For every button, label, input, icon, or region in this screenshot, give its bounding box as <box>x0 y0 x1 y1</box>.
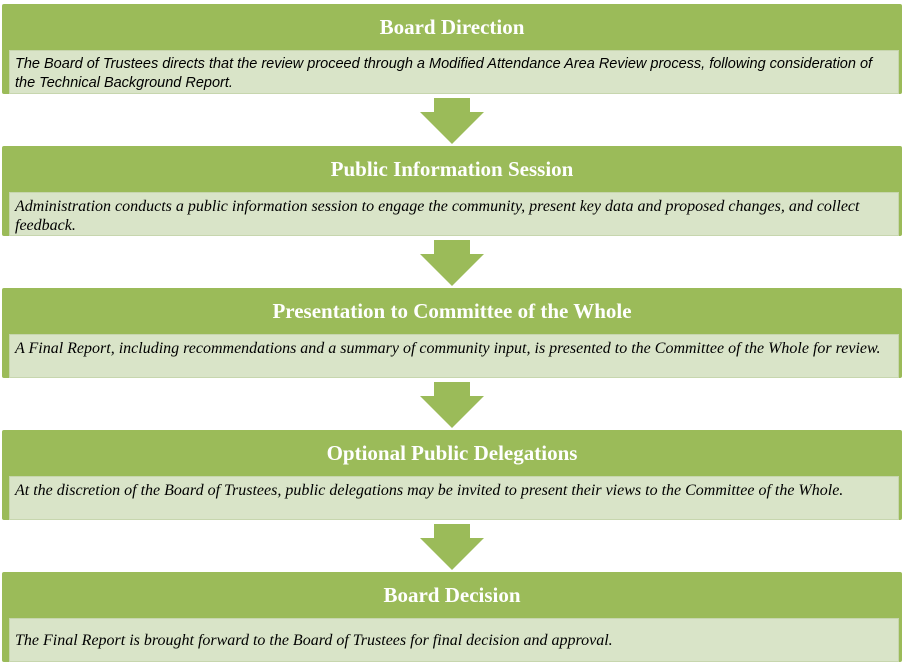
step-description: A Final Report, including recommendation… <box>9 334 899 378</box>
down-arrow-icon <box>420 98 484 144</box>
step-description: Administration conducts a public informa… <box>9 192 899 236</box>
down-arrow-icon <box>420 524 484 570</box>
step-title: Board Direction <box>379 15 525 39</box>
step-title: Public Information Session <box>330 157 574 181</box>
step-description: The Board of Trustees directs that the r… <box>9 50 899 94</box>
step-title: Presentation to Committee of the Whole <box>272 299 632 323</box>
step-title: Optional Public Delegations <box>326 441 578 465</box>
step-description: At the discretion of the Board of Truste… <box>9 476 899 520</box>
down-arrow-icon <box>420 382 484 428</box>
step-description: The Final Report is brought forward to t… <box>9 618 899 662</box>
step-title: Board Decision <box>383 583 521 607</box>
down-arrow-icon <box>420 240 484 286</box>
